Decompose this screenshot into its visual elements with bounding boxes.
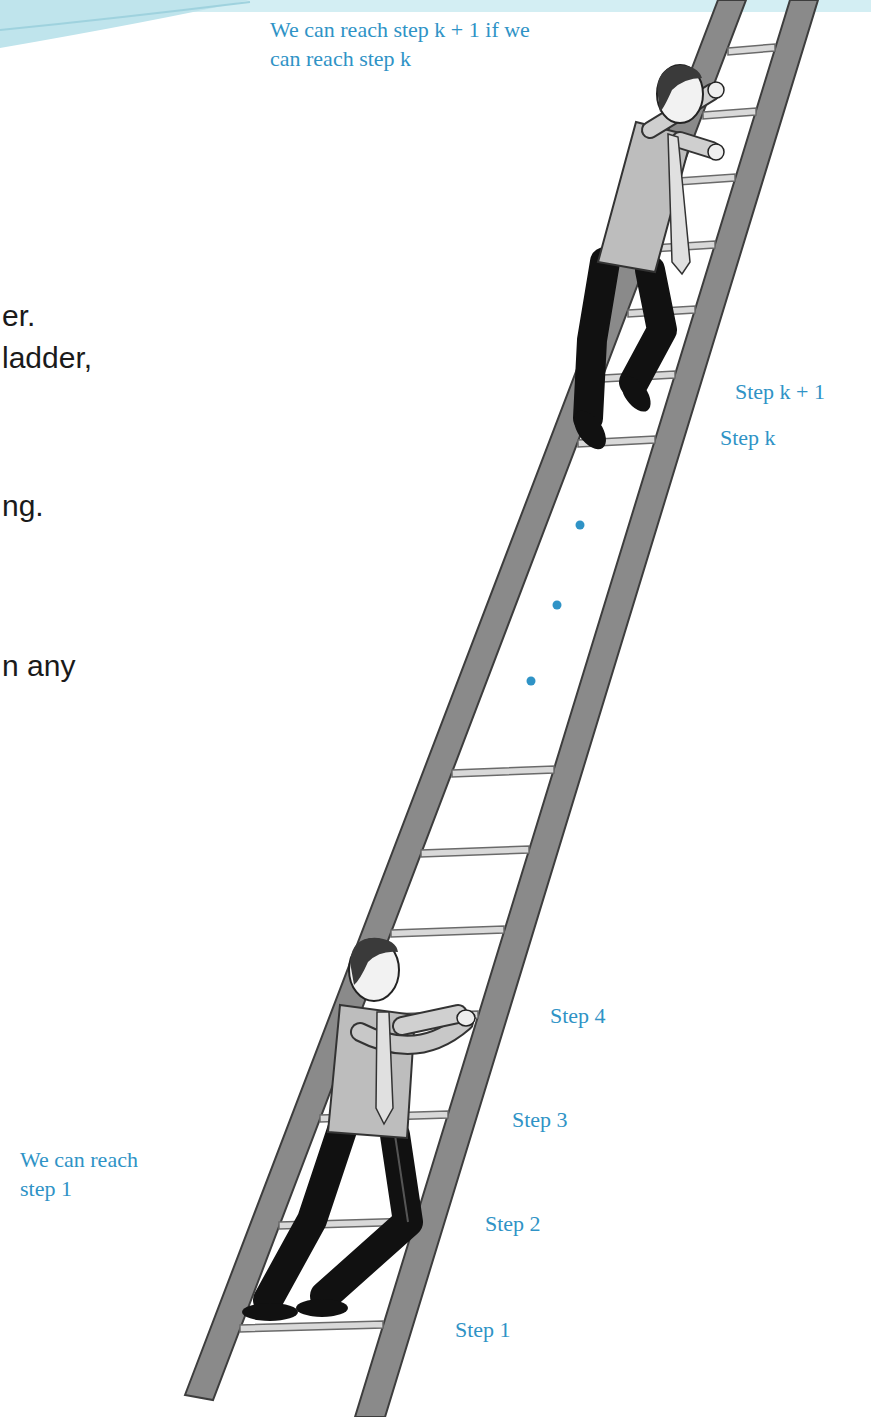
ladder-rail	[355, 0, 818, 1417]
callout-text: We can reach step k + 1 if we can reach …	[270, 16, 532, 73]
climber-figure	[568, 65, 724, 455]
cut-off-text: n any	[2, 646, 75, 685]
ladder-rail	[185, 0, 746, 1400]
ellipsis-dots	[527, 521, 585, 686]
cut-off-text: er.	[2, 296, 35, 335]
step-label: Step 2	[485, 1210, 541, 1239]
slide-swoosh	[0, 0, 250, 48]
callout-text: We can reach step 1	[20, 1146, 170, 1203]
step-label: Step k	[720, 424, 776, 453]
step-label: Step 1	[455, 1316, 511, 1345]
ladder-rungs	[240, 44, 775, 1332]
cut-off-text: ladder,	[2, 338, 92, 377]
step-label: Step 3	[512, 1106, 568, 1135]
climber-figure	[242, 938, 475, 1321]
step-label: Step k + 1	[735, 378, 825, 407]
cut-off-text: ng.	[2, 486, 44, 525]
step-label: Step 4	[550, 1002, 606, 1031]
slide-swoosh-line	[0, 2, 250, 30]
